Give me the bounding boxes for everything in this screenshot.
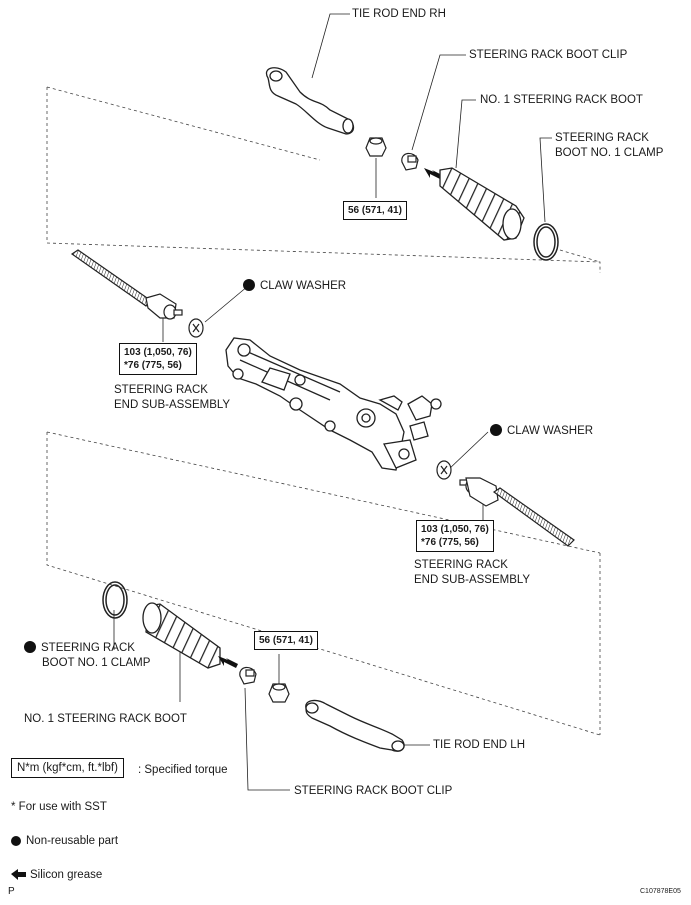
leader-lines (113, 13, 552, 791)
claw-washer-lower-text: CLAW WASHER (507, 425, 594, 437)
torque-rack-end-right-1: 103 (1,050, 76) (421, 524, 489, 535)
label-boot-top: NO. 1 STEERING RACK BOOT (480, 94, 643, 106)
label-boot-bottom: NO. 1 STEERING RACK BOOT (24, 713, 187, 725)
legend-non-reusable-text: Non-reusable part (26, 835, 119, 847)
legend-torque-desc: : Specified torque (138, 764, 228, 776)
non-reusable-dot-icon (24, 641, 36, 653)
nut-bottom (268, 683, 290, 703)
boot-clip-top (401, 152, 419, 171)
grease-arrow-top (424, 168, 444, 180)
torque-rack-end-left: 103 (1,050, 76) *76 (775, 56) (119, 343, 197, 375)
torque-nut-top: 56 (571, 41) (343, 201, 407, 220)
tie-rod-end-lh (305, 699, 405, 752)
corner-letter: P (8, 886, 15, 897)
claw-washer-upper-text: CLAW WASHER (260, 280, 347, 292)
tie-rod-end-rh (265, 67, 355, 135)
label-boot-clamp-bottom-1: STEERING RACK (24, 641, 135, 655)
label-boot-clamp-bottom-2: BOOT NO. 1 CLAMP (42, 657, 151, 669)
non-reusable-dot-icon (11, 836, 21, 846)
nut-top (365, 137, 387, 157)
boot-clamp-bottom-text-1: STEERING RACK (41, 642, 135, 654)
legend-torque-unit: N*m (kgf*cm, ft.*lbf) (11, 758, 124, 778)
non-reusable-dot-icon (243, 279, 255, 291)
steering-rack-end-left (70, 249, 183, 320)
label-rack-end-left-2: END SUB-ASSEMBLY (114, 399, 231, 411)
label-boot-clip-bottom: STEERING RACK BOOT CLIP (294, 785, 453, 797)
torque-rack-end-left-2: *76 (775, 56) (124, 360, 182, 371)
legend-arrow-icon (11, 869, 26, 880)
boot-clamp-bottom (102, 581, 128, 619)
label-rack-end-right-2: END SUB-ASSEMBLY (414, 574, 531, 586)
boot-clamp-top (533, 223, 559, 261)
steering-gear-housing (225, 337, 442, 471)
steering-rack-end-right (459, 477, 575, 547)
grease-arrow-bottom (218, 656, 238, 668)
figure-code: C107878E05 (640, 888, 681, 895)
steering-rack-boot-bottom (142, 602, 221, 669)
legend-non-reusable: Non-reusable part (11, 834, 118, 848)
label-tie-rod-end-rh: TIE ROD END RH (352, 8, 446, 20)
torque-rack-end-right: 103 (1,050, 76) *76 (775, 56) (416, 520, 494, 552)
label-boot-clamp-top-1: STEERING RACK (555, 132, 649, 144)
label-rack-end-left-1: STEERING RACK (114, 384, 208, 396)
torque-nut-bottom: 56 (571, 41) (254, 631, 318, 650)
legend-sst-note: * For use with SST (11, 801, 107, 813)
torque-rack-end-right-2: *76 (775, 56) (421, 537, 479, 548)
steering-rack-boot-top (439, 167, 525, 241)
boot-clip-bottom (239, 666, 257, 685)
label-boot-clip-top: STEERING RACK BOOT CLIP (469, 49, 628, 61)
label-claw-washer-upper: CLAW WASHER (243, 279, 346, 293)
claw-washer-upper (188, 318, 204, 338)
non-reusable-dot-icon (490, 424, 502, 436)
alignment-lines (46, 86, 601, 736)
label-tie-rod-end-lh: TIE ROD END LH (433, 739, 526, 751)
label-rack-end-right-1: STEERING RACK (414, 559, 508, 571)
label-boot-clamp-top-2: BOOT NO. 1 CLAMP (555, 147, 664, 159)
legend-silicon-grease: Silicon grease (30, 869, 103, 881)
label-claw-washer-lower: CLAW WASHER (490, 424, 593, 438)
torque-rack-end-left-1: 103 (1,050, 76) (124, 347, 192, 358)
claw-washer-lower (436, 460, 452, 480)
